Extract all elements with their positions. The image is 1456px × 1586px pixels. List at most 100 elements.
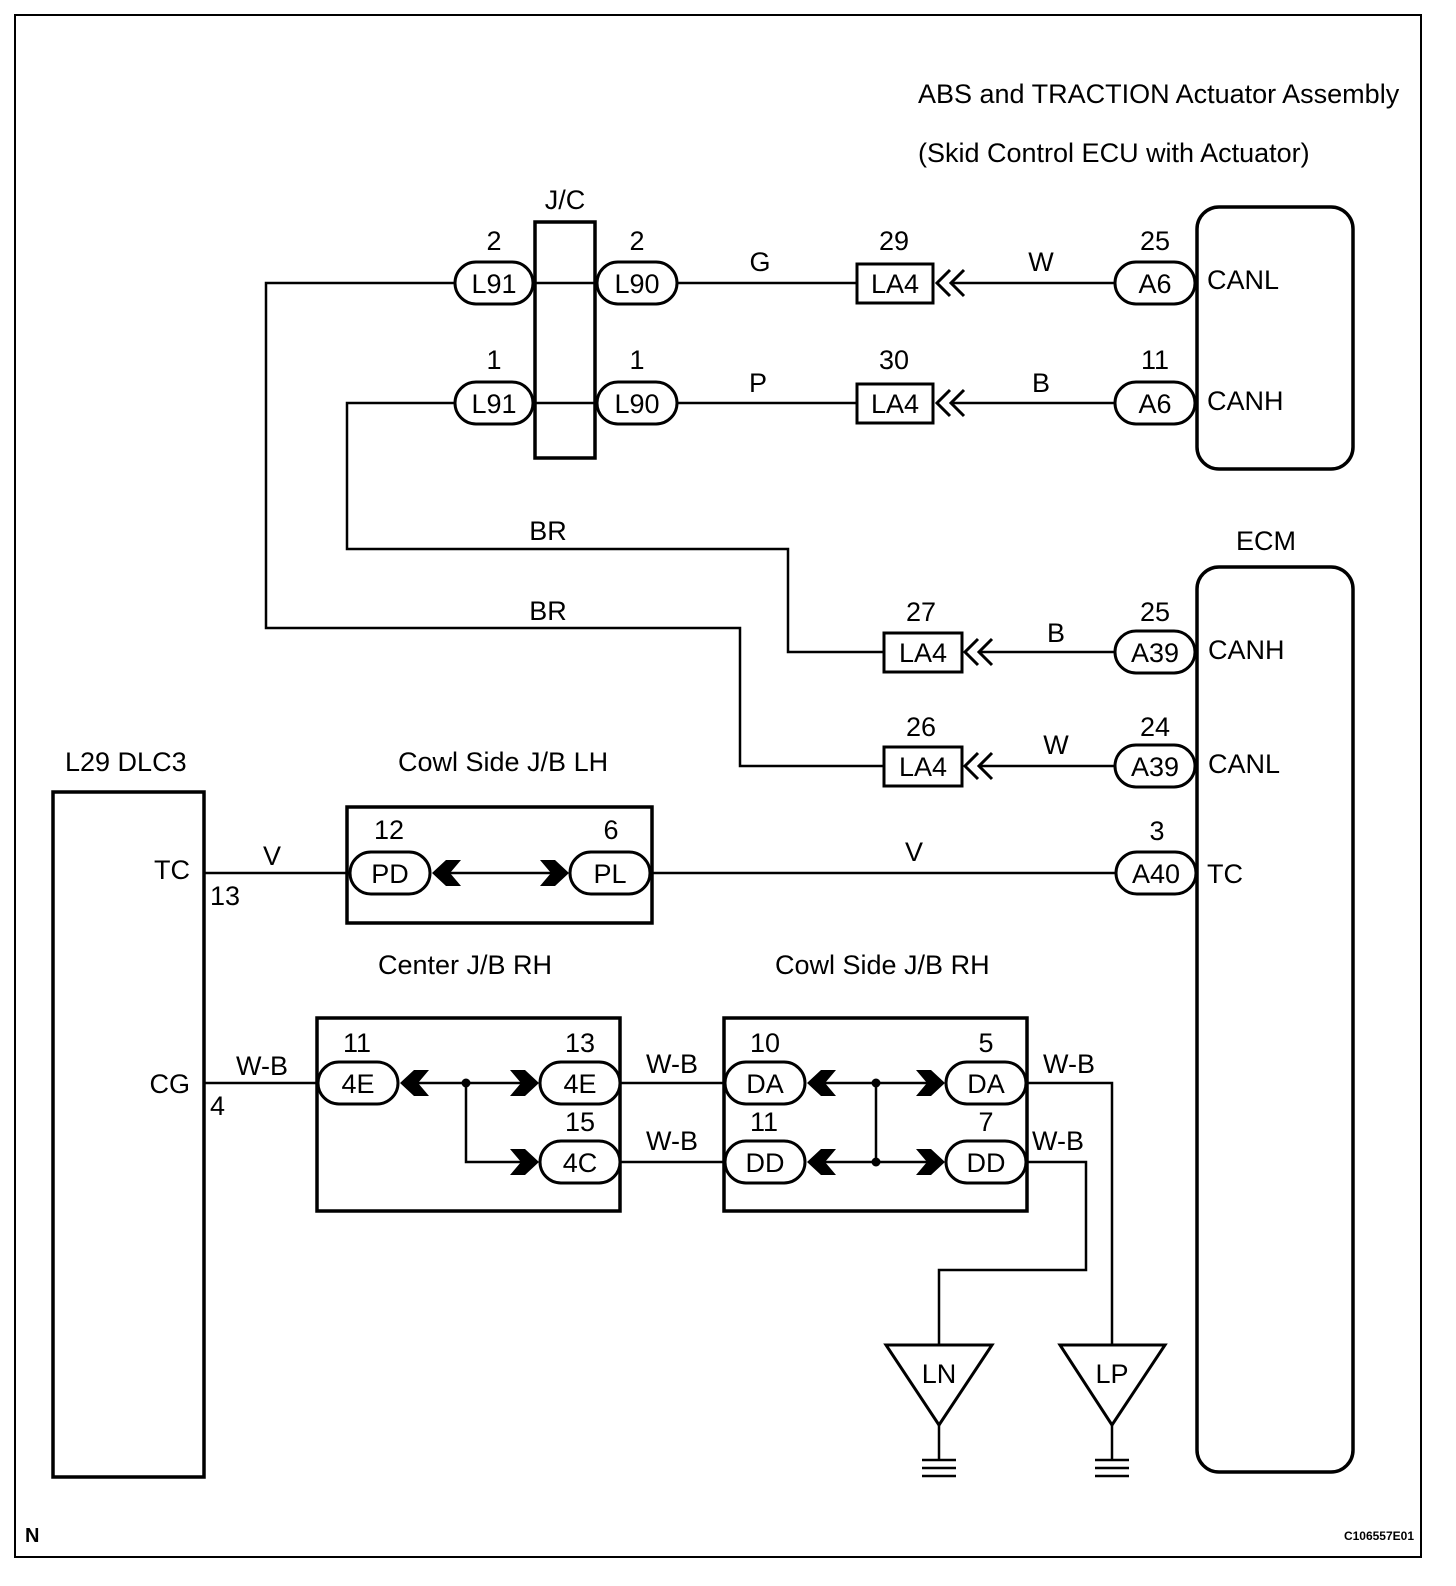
wire-center-jb-internal-branch (464, 1083, 521, 1164)
connector-l90-pin2 (595, 260, 679, 306)
wire-color-label: BR (529, 516, 567, 546)
jb-terminal-arrow-4e-13 (510, 1070, 539, 1096)
pin-number-l91-b: 1 (486, 345, 501, 375)
abs-actuator-subtitle: (Skid Control ECU with Actuator) (918, 138, 1310, 168)
connector-code-a39-24: A39 (1131, 752, 1179, 782)
ground-label-ln: LN (922, 1359, 957, 1389)
wires (204, 281, 1116, 1345)
ecm-box (1195, 565, 1355, 1474)
jb-terminal-arrow-dd-11 (807, 1149, 836, 1175)
connector-code-dd-7: DD (967, 1148, 1006, 1178)
connector-da-pin5 (944, 1060, 1028, 1106)
pin-number-l91-a: 2 (486, 226, 501, 256)
dlc3-pin-cg-number: 4 (210, 1091, 225, 1121)
wire-color-label: G (749, 247, 770, 277)
connector-pl-pin6 (568, 850, 652, 896)
orientation-mark: N (25, 1525, 39, 1547)
connector-code-4c-15: 4C (563, 1148, 598, 1178)
connector-4e-pin13 (538, 1060, 622, 1106)
pin-number-4c-15: 15 (565, 1107, 595, 1137)
dlc3-pin-tc-number: 13 (210, 881, 240, 911)
connector-code-l91-b: L91 (471, 389, 516, 419)
pin-number-dd-11: 11 (750, 1107, 778, 1137)
pin-number-pd-12: 12 (374, 815, 404, 845)
wire-wb-dd-to-ln (937, 1160, 1088, 1345)
connector-4c-pin15 (538, 1139, 622, 1185)
wire-color-label: V (905, 837, 923, 867)
pin-number-da-10: 10 (750, 1028, 780, 1058)
connector-code-l90-b: L90 (614, 389, 659, 419)
ground-symbol-ln (922, 1458, 956, 1478)
jb-terminal-arrow-dd-7 (916, 1149, 945, 1175)
jb-terminal-arrow-4c-15 (510, 1149, 539, 1175)
pin-number-la4-26: 26 (906, 712, 936, 742)
pin-number-a6-25: 25 (1140, 226, 1170, 256)
connector-code-la4-29: LA4 (871, 269, 919, 299)
wire-color-label: W-B (646, 1049, 698, 1079)
jb-terminal-arrow-da-10 (807, 1070, 836, 1096)
connector-code-da-5: DA (967, 1069, 1005, 1099)
center-jb-rh-label: Center J/B RH (378, 950, 552, 980)
connector-la4-pin27 (882, 631, 964, 674)
connector-la4-pin30 (855, 382, 935, 425)
wire-color-label: W-B (646, 1126, 698, 1156)
abs-pin-canh: CANH (1207, 386, 1284, 416)
ground-symbol-lp (1095, 1458, 1129, 1478)
connector-code-da-10: DA (746, 1069, 784, 1099)
dlc3-pin-cg: CG (150, 1069, 191, 1099)
wire-wb-da-to-lp (1026, 1081, 1114, 1345)
connector-dd-pin7 (944, 1139, 1028, 1185)
pin-number-a39-24: 24 (1140, 712, 1170, 742)
connector-4e-pin11 (316, 1060, 400, 1106)
pin-number-l90-a: 2 (629, 226, 644, 256)
pin-number-pl-6: 6 (603, 815, 618, 845)
pin-number-la4-30: 30 (879, 345, 909, 375)
connector-code-a40-3: A40 (1132, 859, 1180, 889)
jc-box (533, 220, 597, 460)
wire-color-label: B (1047, 618, 1065, 648)
connector-l91-pin1 (453, 380, 535, 426)
jb-terminal-arrow-4e-11 (400, 1070, 429, 1096)
connector-code-l91-a: L91 (471, 269, 516, 299)
connector-dd-pin11 (723, 1139, 807, 1185)
connector-code-pl-6: PL (593, 859, 626, 889)
pin-number-dd-7: 7 (978, 1107, 993, 1137)
connector-code-4e-11: 4E (341, 1069, 374, 1099)
jb-terminal-arrow-pl (540, 860, 569, 886)
cowl-jb-lh-label: Cowl Side J/B LH (398, 747, 608, 777)
wire-color-label: BR (529, 596, 567, 626)
abs-actuator-box (1195, 205, 1355, 471)
inline-connector-chevron-la4-29 (934, 268, 966, 298)
splice-dot-cowl-rh-lower (871, 1157, 881, 1167)
inline-connector-chevron-la4-26 (962, 751, 994, 781)
cowl-jb-rh-box (722, 1016, 1029, 1213)
connector-code-la4-30: LA4 (871, 389, 919, 419)
wire-color-label: P (749, 368, 767, 398)
wire-br-l91-pin1-to-la4-27 (345, 401, 884, 654)
connector-code-a6-25: A6 (1138, 269, 1171, 299)
connector-code-a6-11: A6 (1138, 389, 1171, 419)
ecm-pin-canh: CANH (1208, 635, 1285, 665)
pin-number-da-5: 5 (978, 1028, 993, 1058)
pin-number-a39-25: 25 (1140, 597, 1170, 627)
wire-color-label: W-B (1043, 1049, 1095, 1079)
ground-point-lp (1057, 1343, 1168, 1428)
dlc3-box (51, 790, 206, 1479)
jb-terminal-arrow-pd (432, 860, 461, 886)
abs-pin-canl: CANL (1207, 265, 1279, 295)
connector-a6-pin25 (1113, 260, 1197, 306)
wire-color-label: W-B (236, 1051, 288, 1081)
splice-dot-cowl-rh-upper (871, 1078, 881, 1088)
ecm-label: ECM (1236, 526, 1296, 556)
ecm-pin-tc: TC (1207, 859, 1243, 889)
wire-color-label: W (1028, 247, 1054, 277)
connector-l90-pin1 (595, 380, 679, 426)
connector-a40-pin3 (1114, 850, 1198, 896)
diagram-border (14, 14, 1422, 1558)
inline-connector-chevron-la4-30 (934, 388, 966, 418)
inline-connector-chevron-la4-27 (962, 637, 994, 667)
connector-a39-pin25 (1113, 629, 1197, 675)
cowl-jb-lh-box (345, 805, 654, 925)
wire-color-label: B (1032, 368, 1050, 398)
